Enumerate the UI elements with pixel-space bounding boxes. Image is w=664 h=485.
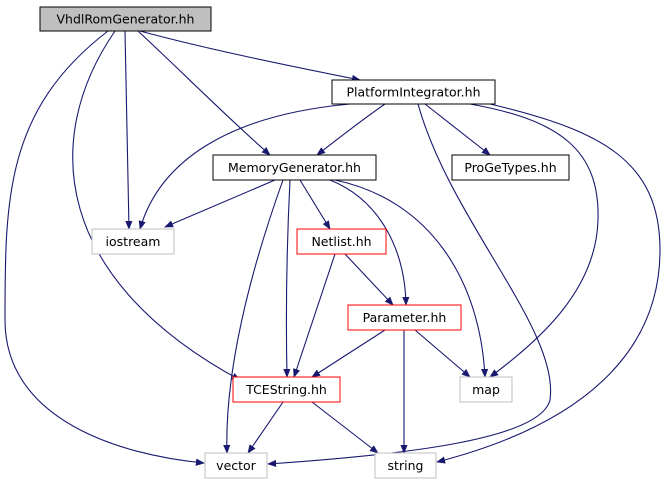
edge-vhdlrom-to-vector [4,30,205,466]
node-string[interactable]: string [374,452,437,479]
edge-tcestring-to-string [311,401,379,454]
node-vector[interactable]: vector [204,452,268,479]
node-memory-generator[interactable]: MemoryGenerator.hh [212,154,377,181]
edge-vhdlrom-to-iostream [124,30,133,230]
node-netlist-box [296,228,387,255]
node-vhdlrom-label: VhdlRomGenerator.hh [57,12,195,27]
edge-memgen-to-netlist [299,179,331,230]
node-proge-types[interactable]: ProGeTypes.hh [451,154,570,181]
edge-memgen-to-vector [223,179,284,454]
edge-parameter-to-tcestring [311,329,386,378]
node-netlist[interactable]: Netlist.hh [296,228,387,255]
node-progetypes-box [451,154,570,181]
node-platform-label: PlatformIntegrator.hh [346,85,480,100]
node-iostream[interactable]: iostream [91,228,175,255]
edge-vhdlrom-to-tcestring [72,30,241,381]
node-tcestring-label: TCEString.hh [245,382,327,397]
edge-memgen-to-tcestring [283,179,291,378]
node-vhdlrom-generator[interactable]: VhdlRomGenerator.hh [39,6,212,32]
node-vhdlrom-box [39,6,212,32]
edge-memgen-to-map [334,179,489,378]
node-iostream-box [91,228,175,255]
node-string-box [374,452,437,479]
node-parameter[interactable]: Parameter.hh [347,304,462,331]
node-memgen-box [212,154,377,181]
node-vector-box [204,452,268,479]
node-map[interactable]: map [459,376,513,403]
node-iostream-label: iostream [106,234,161,249]
node-string-label: string [388,458,424,473]
node-map-label: map [472,382,500,397]
node-parameter-box [347,304,462,331]
edge-platform-to-map [469,103,599,378]
node-platform-integrator[interactable]: PlatformIntegrator.hh [331,79,496,105]
node-memgen-label: MemoryGenerator.hh [228,160,361,175]
edge-vhdlrom-to-platform [139,30,361,82]
node-map-box [459,376,513,403]
edge-memgen-to-iostream [164,179,276,228]
edge-platform-to-progetypes [424,103,491,156]
node-netlist-label: Netlist.hh [311,234,371,249]
edge-vhdlrom-to-memgen [137,30,271,156]
node-parameter-label: Parameter.hh [363,310,447,325]
edge-netlist-to-parameter [344,253,394,306]
edge-platform-to-iostream [138,103,351,230]
edge-netlist-to-tcestring [293,253,336,378]
node-progetypes-label: ProGeTypes.hh [464,160,556,175]
node-vector-label: vector [216,458,257,473]
edge-tcestring-to-vector [247,401,284,454]
node-tcestring[interactable]: TCEString.hh [232,376,341,403]
edge-platform-to-string [436,103,661,464]
node-platform-box [331,79,496,105]
node-tcestring-box [232,376,341,403]
edge-platform-to-memgen [316,103,386,156]
nodes-layer: VhdlRomGenerator.hh PlatformIntegrator.h… [39,6,570,479]
edge-parameter-to-map [414,329,471,378]
